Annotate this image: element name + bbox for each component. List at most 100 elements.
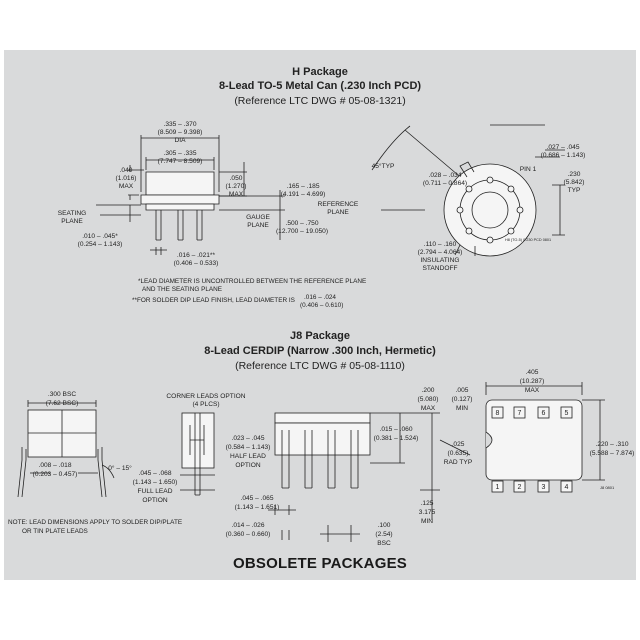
dim-text: PLANE [247,222,269,229]
h-package-title: H Package [292,66,348,78]
dim-text: (2.794 – 4.064) [418,249,463,256]
j8-note-1: NOTE: LEAD DIMENSIONS APPLY TO SOLDER DI… [8,519,182,526]
dim-text: .008 – .018 [39,462,72,469]
dim-text: DIA [175,137,187,144]
dim-text: MAX [421,405,436,412]
dim-text: (10.287) [520,378,545,385]
h-note-1: *LEAD DIAMETER IS UNCONTROLLED BETWEEN T… [138,278,366,285]
dim-text: (1.016) [116,175,137,182]
dim-text: (1.270) [226,183,247,190]
dim-text: .125 [421,500,434,507]
h-package-subtitle: 8-Lead TO-5 Metal Can (.230 Inch PCD) [218,80,422,92]
dim-text: .405 [526,369,539,376]
dim-text: (0.584 – 1.143) [226,444,271,451]
h-package-reference: (Reference LTC DWG # 05-08-1321) [234,95,406,107]
dim-text: MAX [525,387,540,394]
dim-text: 45°TYP [372,162,395,170]
dim-text: (0.686 – 1.143) [541,152,586,159]
pin1-label: PIN 1 [520,166,537,173]
j8-package-reference: (Reference LTC DWG # 05-08-1110) [235,360,405,372]
pin-label-6: 6 [542,410,546,417]
dim-text: (0.406 – 0.533) [174,260,219,267]
dim-text: BSC [377,540,391,547]
dim-text: (0.127) [452,396,473,403]
h-note-2-in: .016 – .024 [304,294,336,301]
h-note-2: **FOR SOLDER DIP LEAD FINISH, LEAD DIAME… [132,297,295,304]
dim-text: .005 [456,387,469,394]
dim-text: GAUGE [246,214,270,221]
dim-text: .165 – .185 [287,183,320,190]
dim-text: FULL LEAD [138,488,173,495]
dim-text: SEATING [58,210,86,217]
dim-text: .045 – .065 [241,495,274,502]
dim-text: (7.62 BSC) [46,400,79,407]
dim-text: (0.711 – 0.864) [423,180,467,187]
dim-text: (5.080) [418,396,439,403]
pin-label-1: 1 [496,484,500,491]
dim-text: (7.747 – 8.509) [158,158,203,165]
dim-text: (0.360 – 0.660) [226,531,271,538]
pin-label-4: 4 [565,484,569,491]
pin-label-5: 5 [565,410,569,417]
dim-text: (1.143 – 1.650) [133,479,178,486]
dim-text: (5.588 – 7.874) [590,450,635,457]
dim-text: .110 – .160 [424,241,457,248]
dim-text: .100 [378,522,391,529]
dim-text: (5.842) [564,179,585,186]
dim-text: .305 – .335 [164,150,197,157]
dim-text: .500 – .750 [286,220,319,227]
dim-text: (1.143 – 1.651) [235,504,280,511]
dim-text: .040 [120,167,133,174]
dim-text: .023 – .045 [232,435,265,442]
dim-text: .014 – .026 [232,522,265,529]
dim-text: .028 – .034 [429,172,462,179]
dim-text: .025 [452,441,465,448]
dim-text: .050 [230,175,243,182]
dim-text: .335 – .370 [164,121,197,128]
dim-text: (0.203 – 0.457) [33,471,78,478]
dim-text: MAX [119,183,134,190]
dim-text: (0.254 – 1.143) [78,241,123,248]
dim-text: HALF LEAD [230,453,266,460]
j8-note-2: OR TIN PLATE LEADS [22,528,88,535]
dim-text: .010 – .045* [82,233,118,240]
dim-text: (4 PLCS) [192,401,219,408]
dim-text: .300 BSC [48,391,76,398]
dim-text: .230 [568,171,581,178]
dim-text: 0° – 15° [108,464,132,472]
dim-text: (0.381 – 1.524) [374,435,419,442]
h-note-1b: AND THE SEATING PLANE [142,286,222,293]
dim-text: MIN [421,518,433,525]
pin-label-3: 3 [542,484,546,491]
dim-text: 3.175 [419,509,436,516]
dim-text: .200 [422,387,435,394]
obsolete-packages-label: OBSOLETE PACKAGES [233,555,407,572]
dim-text: MIN [456,405,468,412]
dim-text: .027 – .045 [547,144,580,151]
dim-text: PLANE [61,218,83,225]
dim-text: OPTION [142,497,168,504]
dim-text: (0.635) [448,450,469,457]
drawing-sheet [4,50,636,580]
dim-text: INSULATING [420,257,459,264]
dim-text: (8.509 – 9.398) [158,129,203,136]
dim-text: REFERENCE [318,201,359,208]
j8-drawing-id: J8 0801 [600,485,615,490]
j8-package-title: J8 Package [290,330,350,342]
pin-label-2: 2 [518,484,522,491]
drawing-id: H8 (TO-5) 0.230 PCD 0801 [505,238,551,242]
dim-text: (12.700 – 19.050) [276,228,328,235]
dim-text: (2.54) [375,531,392,538]
dim-text: RAD TYP [444,459,473,466]
dim-text: TYP [568,187,581,194]
h-note-2-mm: (0.406 – 0.610) [300,302,343,309]
dim-text: (4.191 – 4.699) [281,191,326,198]
dim-text: PLANE [327,209,349,216]
pin-label-8: 8 [496,410,500,417]
j8-package-subtitle: 8-Lead CERDIP (Narrow .300 Inch, Hermeti… [204,345,436,357]
dim-text: CORNER LEADS OPTION [166,393,245,400]
dim-text: .015 – .060 [380,426,413,433]
pin-label-7: 7 [518,410,522,417]
dim-text: .016 – .021** [177,252,216,259]
